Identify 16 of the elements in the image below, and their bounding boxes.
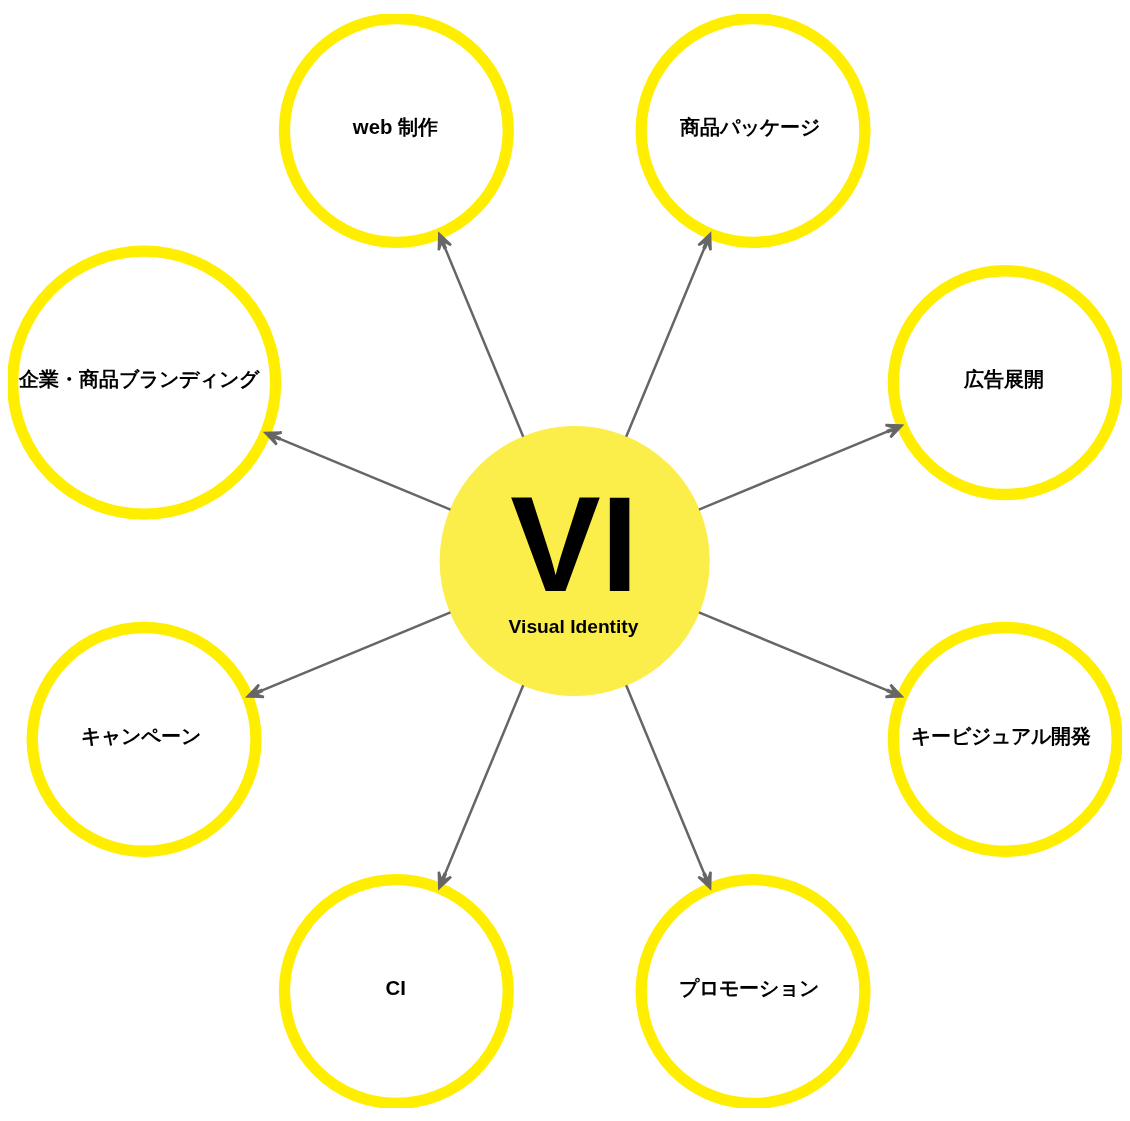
arrow [246,610,451,698]
arrow [698,610,903,698]
arrow [437,684,525,889]
node-circle: キャンペーン [26,621,262,857]
arrow [698,423,903,511]
arrow [437,232,525,437]
node-circle: CI [278,873,514,1108]
arrow [625,684,712,889]
arrow [264,430,451,511]
node-circle: 広告展開 [887,264,1122,500]
node-circle: VI Visual Identity [439,425,710,696]
arrow [625,232,712,437]
node-circle: プロモーション [635,873,871,1108]
node-circle: web 制作 [278,13,514,248]
node-circle: キービジュアル開発 [887,621,1122,857]
node-circle: 商品パッケージ [635,13,871,248]
